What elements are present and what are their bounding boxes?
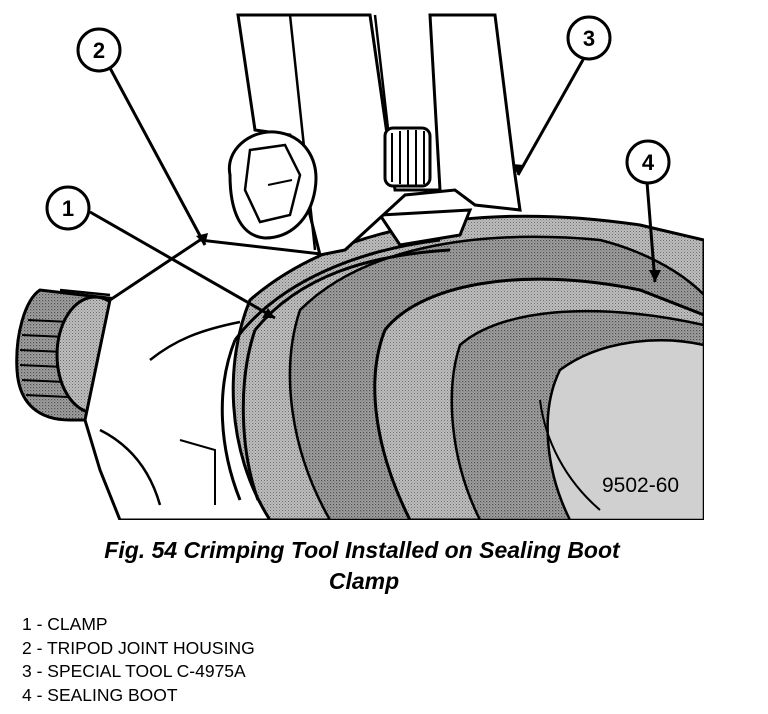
figure-caption-line2: Clamp — [328, 568, 400, 594]
callout-4: 4 — [625, 139, 671, 185]
callout-3: 3 — [566, 15, 612, 61]
figure-caption-line1: Fig. 54 Crimping Tool Installed on Seali… — [104, 537, 620, 563]
legend-item-special-tool: 3 - SPECIAL TOOL C-4975A — [22, 661, 246, 681]
legend-item-sealing-boot: 4 - SEALING BOOT — [22, 684, 178, 705]
callout-4-label: 4 — [642, 150, 655, 175]
callout-3-label: 3 — [583, 26, 595, 51]
callout-1: 1 — [45, 185, 91, 231]
crimping-tool-illustration: 1 2 3 4 9502-60 — [15, 13, 704, 520]
figure-code: 9502-60 — [602, 474, 679, 497]
callout-2: 2 — [76, 27, 122, 73]
callout-1-label: 1 — [62, 196, 74, 221]
legend-item-tripod-joint-housing: 2 - TRIPOD JOINT HOUSING — [22, 637, 255, 658]
parts-legend: 1 - CLAMP 2 - TRIPOD JOINT HOUSING 3 - S… — [22, 613, 255, 707]
clamp-band — [220, 208, 473, 501]
callout-2-label: 2 — [93, 38, 105, 63]
callout-leaders — [89, 57, 657, 320]
legend-item-clamp: 1 - CLAMP — [22, 614, 108, 634]
sealing-boot — [231, 214, 704, 520]
special-tool — [227, 13, 522, 257]
callout-arrowheads — [196, 164, 661, 318]
